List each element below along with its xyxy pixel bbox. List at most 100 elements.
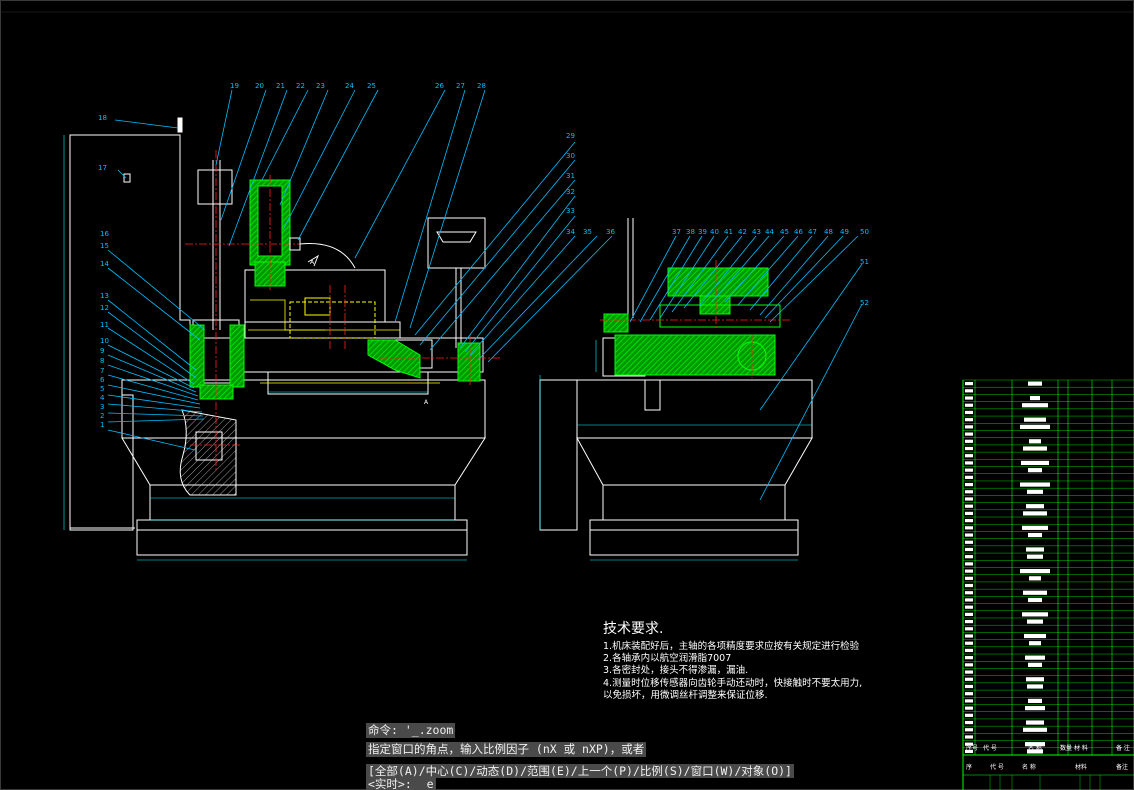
bom-name-cell bbox=[1020, 424, 1050, 429]
balloon-label: 19 bbox=[230, 82, 239, 90]
bom-index-cell bbox=[965, 576, 973, 580]
bom-index-cell bbox=[965, 648, 973, 653]
bom-index-cell bbox=[965, 439, 973, 443]
balloon-label: 10 bbox=[100, 337, 109, 345]
bom-header-cell: 材 料 bbox=[1074, 744, 1088, 752]
bom-header-cell: 代 号 bbox=[983, 744, 997, 752]
front-hidden-lines bbox=[248, 299, 440, 384]
bom-name-cell bbox=[1025, 706, 1045, 711]
balloon-label: 24 bbox=[345, 82, 354, 90]
bom-name-cell bbox=[1028, 468, 1042, 473]
bom-index-cell bbox=[965, 547, 973, 552]
bom-name-cell bbox=[1022, 525, 1048, 530]
base-taper bbox=[121, 437, 486, 486]
bom-name-cell bbox=[1027, 489, 1043, 494]
bom-index-cell bbox=[965, 425, 973, 429]
balloon-label: 39 bbox=[698, 228, 707, 236]
bom-index-cell bbox=[965, 713, 973, 717]
bom-name-cell bbox=[1026, 720, 1044, 725]
command-history-line: 命令: '_.zoom bbox=[366, 723, 456, 738]
base-plinth bbox=[136, 519, 468, 556]
balloon-label: 47 bbox=[808, 228, 817, 236]
bom-index-cell bbox=[965, 569, 973, 573]
bom-index-cell bbox=[965, 403, 973, 407]
bom-index-cell bbox=[965, 598, 973, 602]
bom-index-cell bbox=[965, 497, 973, 501]
bom-name-cell bbox=[1027, 749, 1043, 754]
balloon-label: 52 bbox=[860, 299, 869, 307]
command-input-line[interactable]: <实时>: e bbox=[366, 778, 436, 790]
command-options[interactable]: [全部(A)/中心(C)/动态(D)/范围(E)/上一个(P)/比例(S)/窗口… bbox=[366, 764, 794, 778]
balloon-label: 4 bbox=[100, 394, 105, 402]
section-mark-a1: A bbox=[310, 259, 315, 266]
bom-index-cell bbox=[965, 540, 973, 544]
balloon-label: 16 bbox=[100, 230, 109, 238]
command-input[interactable]: e bbox=[426, 777, 434, 790]
bom-name-cell bbox=[1028, 381, 1042, 386]
balloon-label: 36 bbox=[606, 228, 615, 236]
bom-header-cell: 名 称 bbox=[1022, 763, 1036, 771]
balloon-label: 13 bbox=[100, 292, 109, 300]
bom-index-cell bbox=[965, 706, 973, 710]
bom-index-cell bbox=[965, 720, 973, 725]
gear-holder bbox=[667, 267, 769, 297]
bom-index-cell bbox=[965, 454, 973, 458]
bom-index-cell bbox=[965, 742, 973, 746]
bom-index-cell bbox=[965, 677, 973, 681]
bom-index-cell bbox=[965, 562, 973, 566]
bom-index-cell bbox=[965, 583, 973, 588]
column bbox=[69, 134, 191, 531]
bom-name-cell bbox=[1024, 633, 1046, 639]
bom-index-cell bbox=[965, 526, 973, 530]
bom-header-cell: 数量 bbox=[1060, 744, 1072, 752]
balloon-label: 40 bbox=[710, 228, 719, 236]
bom-index-cell bbox=[965, 749, 973, 753]
bom-cells bbox=[965, 381, 1050, 754]
bom-name-cell bbox=[1020, 482, 1050, 487]
bom-name-cell bbox=[1029, 439, 1041, 444]
bom-name-cell bbox=[1027, 684, 1043, 689]
bom-index-cell bbox=[965, 468, 973, 472]
balloon-label: 25 bbox=[367, 82, 376, 90]
bom-header-cell: 备注 bbox=[1116, 763, 1128, 771]
balloon-label: 17 bbox=[98, 164, 107, 172]
bom-index-cell bbox=[965, 605, 973, 609]
balloon-label: 37 bbox=[672, 228, 681, 236]
bom-name-cell bbox=[1029, 641, 1041, 646]
balloon-label: 2 bbox=[100, 412, 104, 420]
command-prompt: <实时>: bbox=[368, 777, 412, 790]
bom-index-cell bbox=[965, 612, 973, 616]
front-details bbox=[123, 117, 356, 269]
bracket bbox=[457, 342, 481, 382]
tech-line: 以免损坏，用微调丝杆调整来保证位移. bbox=[603, 689, 768, 701]
balloon-label: 11 bbox=[100, 321, 109, 329]
front-sectioned-parts bbox=[189, 179, 481, 400]
bom-name-cell bbox=[1023, 446, 1047, 451]
bom-index-cell bbox=[965, 591, 973, 595]
balloon-label: 14 bbox=[100, 260, 109, 268]
balloon-label: 50 bbox=[860, 228, 869, 236]
bom-header-cell: 名 称 bbox=[1028, 744, 1042, 752]
balloon-label: 8 bbox=[100, 357, 104, 365]
balloon-label: 30 bbox=[566, 152, 575, 160]
side-center-lines bbox=[600, 260, 790, 378]
bom-name-cell bbox=[1020, 569, 1050, 574]
balloon-label: 22 bbox=[296, 82, 305, 90]
bom-index-cell bbox=[965, 735, 973, 739]
balloon-label: 21 bbox=[276, 82, 285, 90]
bom-index-cell bbox=[965, 446, 973, 451]
break-section bbox=[179, 409, 237, 496]
bom-name-cell bbox=[1024, 417, 1046, 422]
bom-index-cell bbox=[965, 519, 973, 523]
bom-name-cell bbox=[1026, 504, 1044, 509]
front-dimensions bbox=[63, 135, 467, 561]
balloon-label: 49 bbox=[840, 228, 849, 236]
bom-index-cell bbox=[965, 627, 973, 631]
balloon-label: 31 bbox=[566, 172, 575, 180]
